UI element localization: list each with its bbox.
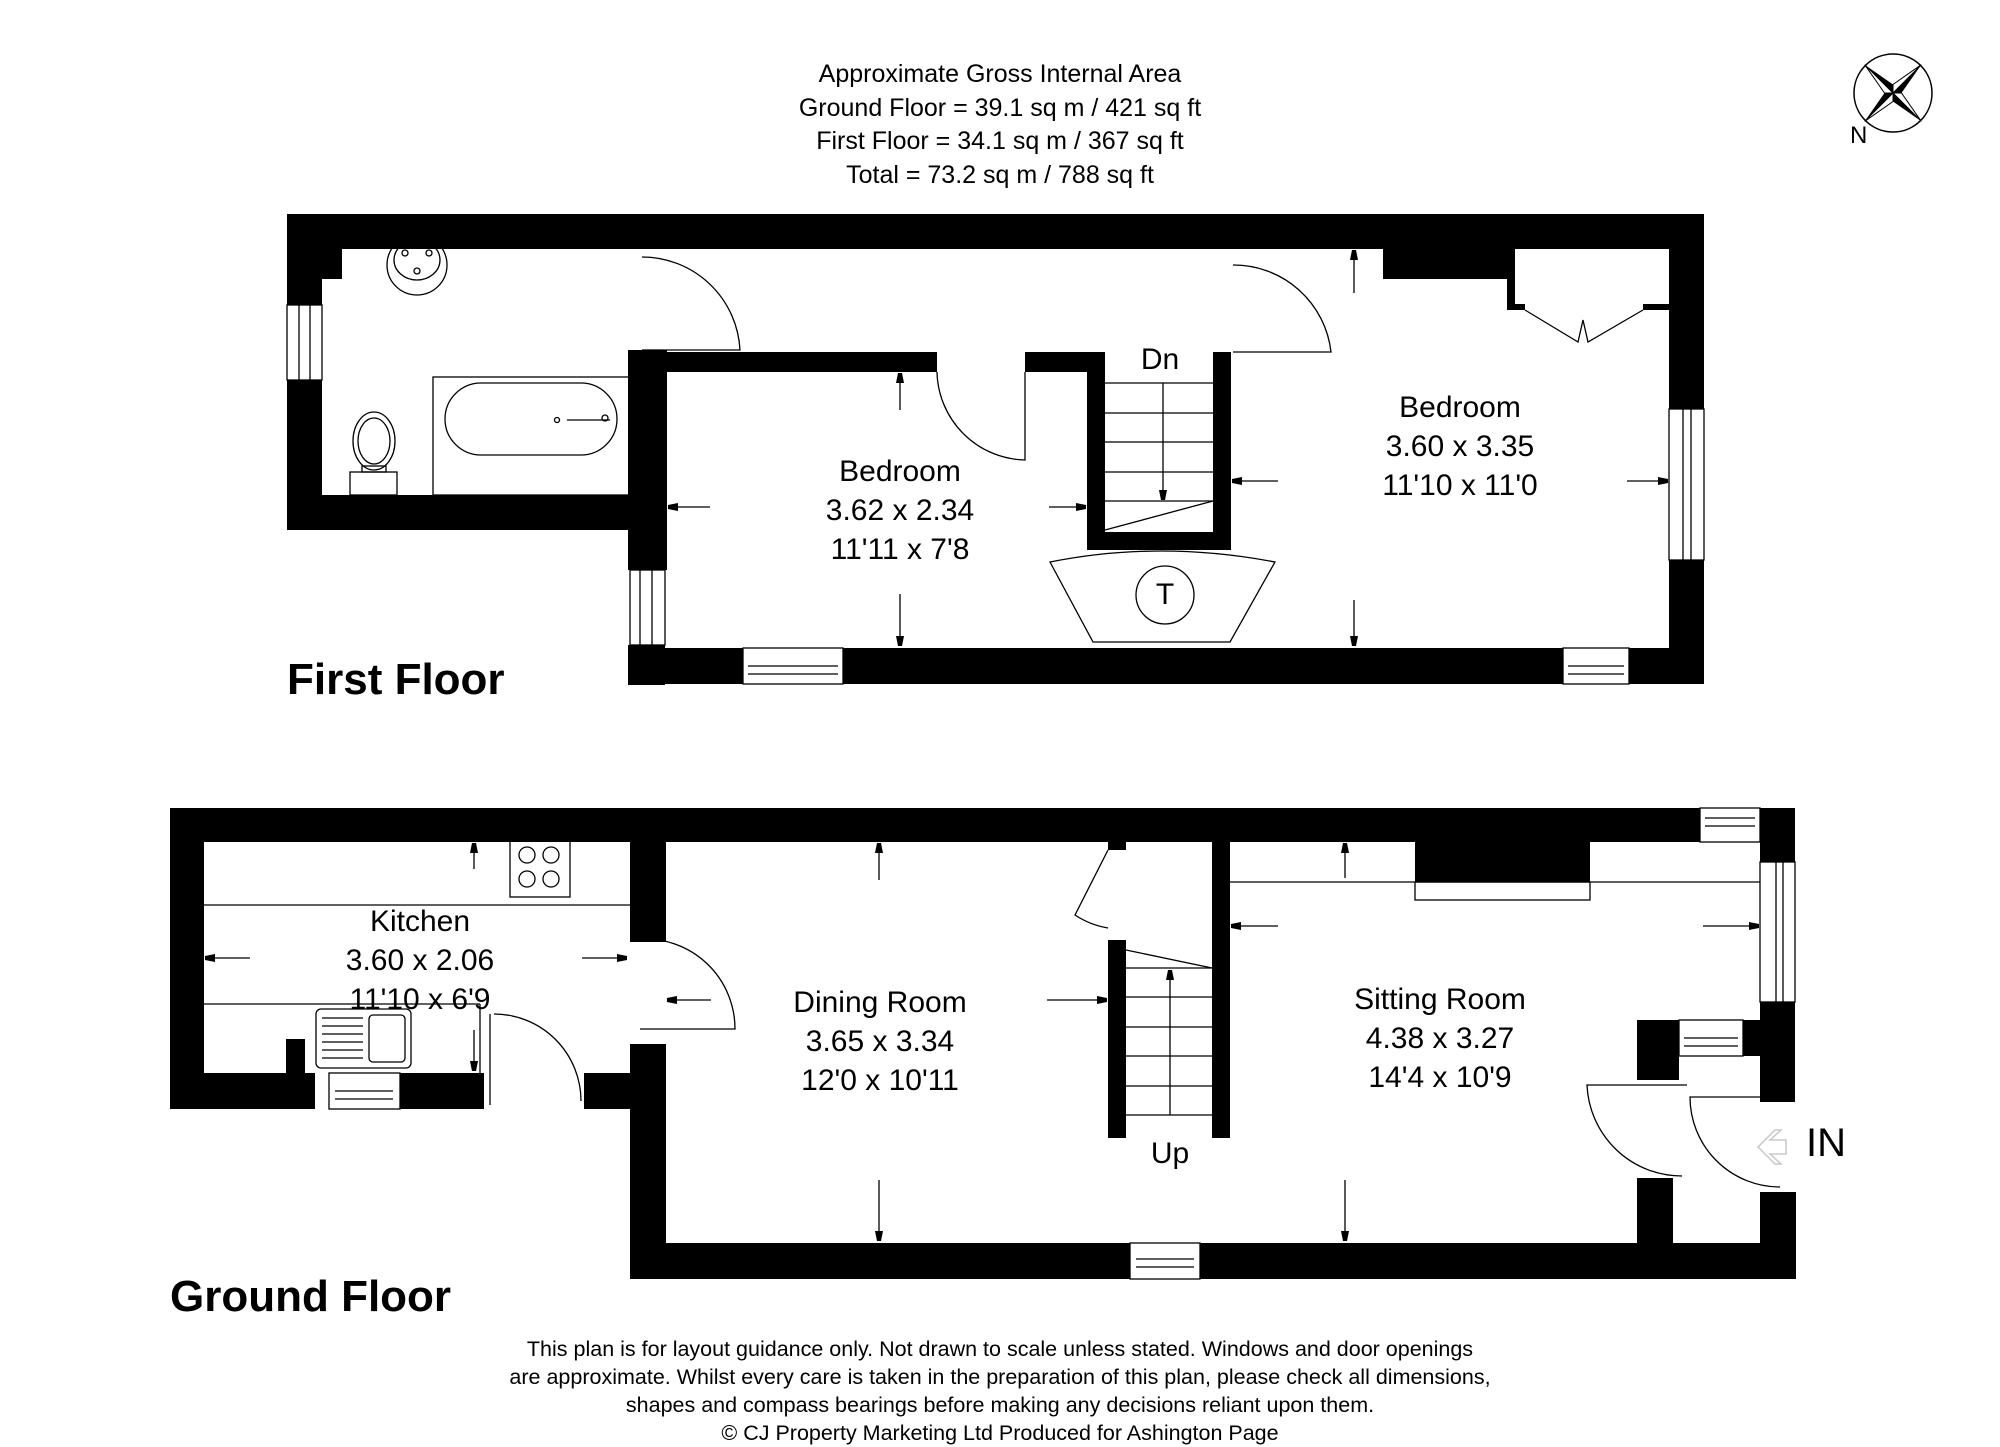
first-floor-area: First Floor = 34.1 sq m / 367 sq ft [816, 127, 1184, 155]
stairs-down-label: Dn [1140, 343, 1180, 376]
room-imperial-size: 11'10 x 6'9 [349, 983, 491, 1016]
window [629, 569, 666, 646]
area-heading: Approximate Gross Internal Area [818, 60, 1182, 88]
window [1759, 861, 1796, 1003]
window [1562, 647, 1630, 685]
room-imperial-size: 11'10 x 11'0 [1382, 469, 1538, 502]
ground-floor-area: Ground Floor = 39.1 sq m / 421 sq ft [798, 93, 1202, 122]
front-door [1689, 1096, 1788, 1188]
disclaimer-line: shapes and compass bearings before makin… [625, 1393, 1375, 1417]
door [1232, 264, 1332, 353]
room-label-dining-room: Dining Room 3.65 x 3.34 12'0 x 10'11 [730, 983, 1030, 1100]
window [1668, 408, 1705, 561]
room-metric-size: 3.60 x 3.35 [1385, 430, 1535, 463]
room-name: Kitchen [369, 905, 471, 938]
tank-cupboard [1049, 550, 1277, 643]
staircase-down [1104, 382, 1214, 531]
disclaimer: This plan is for layout guidance only. N… [420, 1335, 1580, 1447]
first-floor-title: First Floor [287, 655, 505, 704]
room-imperial-size: 14'4 x 10'9 [1368, 1061, 1512, 1094]
door [489, 1013, 582, 1105]
window [742, 647, 844, 685]
ground-floor-title: Ground Floor [170, 1272, 452, 1321]
copyright-line: © CJ Property Marketing Ltd Produced for… [721, 1421, 1279, 1445]
compass-rose-icon [1853, 53, 1933, 133]
room-metric-size: 3.60 x 2.06 [345, 944, 495, 977]
door [1586, 1084, 1687, 1177]
first-floor-plan [286, 214, 1705, 685]
room-imperial-size: 11'11 x 7'8 [830, 533, 970, 566]
door [936, 371, 1026, 461]
room-imperial-size: 12'0 x 10'11 [801, 1064, 959, 1097]
area-summary: Approximate Gross Internal Area Ground F… [700, 58, 1300, 192]
fireplace-icon [1414, 842, 1591, 901]
door [641, 256, 741, 351]
toilet-icon [349, 411, 398, 496]
window [1678, 1019, 1744, 1057]
entrance-label: IN [1806, 1121, 1846, 1165]
room-metric-size: 4.38 x 3.27 [1365, 1022, 1515, 1055]
sink-icon [315, 1008, 412, 1069]
window [1699, 807, 1761, 843]
washbasin-icon [386, 234, 448, 296]
disclaimer-line: are approximate. Whilst every care is ta… [509, 1365, 1491, 1389]
tank-label: T [1155, 578, 1175, 611]
room-name: Bedroom [1399, 391, 1521, 424]
window [328, 1072, 401, 1110]
room-name: Dining Room [793, 986, 967, 1019]
stairs-up-label: Up [1150, 1137, 1190, 1170]
wardrobe-icon [1524, 309, 1644, 344]
window [286, 304, 323, 381]
room-label-sitting-room: Sitting Room 4.38 x 3.27 14'4 x 10'9 [1290, 980, 1590, 1097]
hob-icon [509, 836, 571, 898]
room-name: Bedroom [839, 455, 961, 488]
room-label-kitchen: Kitchen 3.60 x 2.06 11'10 x 6'9 [270, 902, 570, 1019]
compass-north-label: N [1850, 122, 1868, 149]
total-area: Total = 73.2 sq m / 788 sq ft [846, 160, 1154, 189]
bathtub-icon [432, 376, 630, 496]
room-label-bedroom-large: Bedroom 3.60 x 3.35 11'10 x 11'0 [1310, 388, 1610, 505]
room-label-bedroom-small: Bedroom 3.62 x 2.34 11'11 x 7'8 [750, 452, 1050, 569]
window [1129, 1242, 1201, 1280]
room-name: Sitting Room [1354, 983, 1526, 1016]
staircase-up [1074, 849, 1213, 1116]
room-metric-size: 3.65 x 3.34 [805, 1025, 955, 1058]
room-metric-size: 3.62 x 2.34 [825, 494, 975, 527]
ground-floor-plan [170, 807, 1796, 1280]
door [639, 938, 736, 1030]
entrance-arrow-icon [1756, 1129, 1787, 1165]
disclaimer-line: This plan is for layout guidance only. N… [526, 1337, 1474, 1361]
